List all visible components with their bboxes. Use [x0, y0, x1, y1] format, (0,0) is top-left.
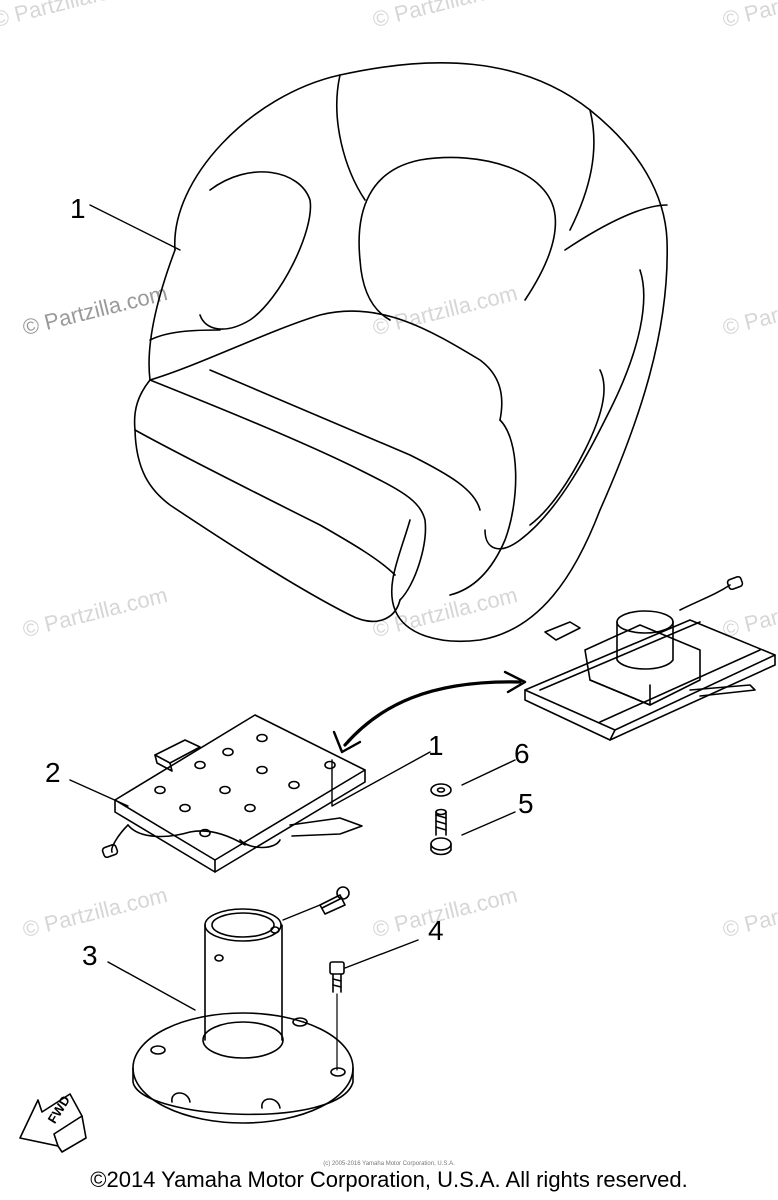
callout-6: 6: [514, 738, 530, 769]
seat-cushion-assembly: [133, 62, 668, 643]
callout-1-mid: 1: [428, 730, 444, 761]
forward-direction-arrow: [19, 1093, 87, 1153]
callout-5: 5: [518, 788, 534, 819]
callout-4: 4: [428, 915, 444, 946]
callout-3: 3: [82, 940, 98, 971]
swivel-plate: [101, 714, 366, 873]
bolt: [319, 886, 350, 915]
slide-mechanism: [524, 575, 776, 741]
washer: [430, 783, 452, 797]
callout-1-top: 1: [70, 193, 86, 224]
copyright-notice: ©2014 Yamaha Motor Corporation, U.S.A. A…: [90, 1167, 688, 1192]
callout-2: 2: [45, 757, 61, 788]
bolt: [329, 961, 345, 993]
pedestal-post: [132, 908, 354, 1124]
screw: [430, 808, 452, 856]
small-credit: (c) 2005-2016 Yamaha Motor Corporation, …: [323, 1161, 455, 1167]
